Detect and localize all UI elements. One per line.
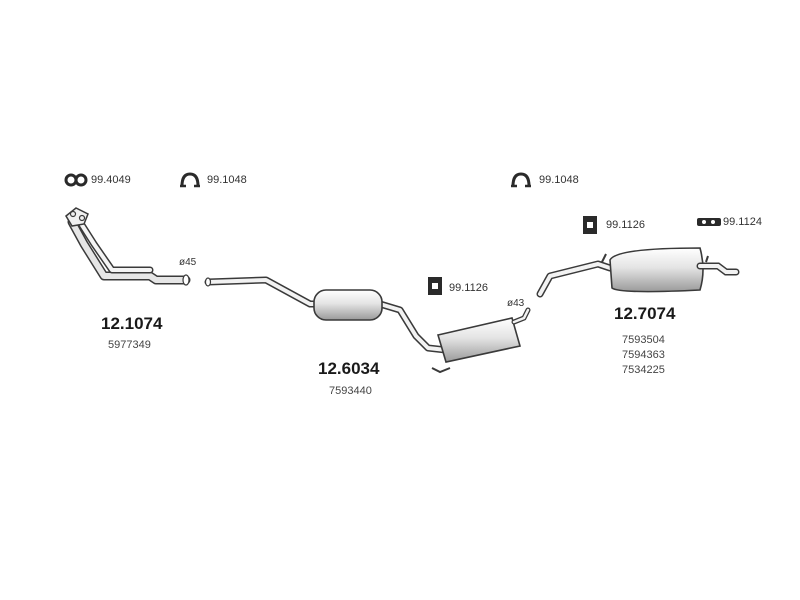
diameter-label: ø45 — [179, 257, 197, 268]
oem-number: 5977349 — [108, 339, 151, 351]
accessory-code: 99.1048 — [207, 174, 247, 186]
oem-number: 7594363 — [622, 349, 665, 361]
diameter-label: ø43 — [507, 298, 525, 309]
oem-number: 7593440 — [329, 385, 372, 397]
accessory-code: 99.1126 — [606, 219, 645, 231]
part-code: 12.6034 — [318, 359, 380, 378]
oem-number: 7593504 — [622, 334, 665, 346]
accessory-code: 99.1048 — [539, 174, 579, 186]
rubber-hanger-icon — [428, 277, 442, 295]
mounting-bracket-icon — [697, 218, 721, 226]
double-ring-gasket-icon — [64, 173, 88, 187]
clamp-icon — [180, 172, 200, 188]
accessory-code: 99.1124 — [723, 216, 762, 228]
rear-silencer — [536, 247, 740, 298]
rubber-hanger-icon — [583, 216, 597, 234]
front-pipe — [65, 207, 191, 286]
accessory-code: 99.4049 — [91, 174, 131, 186]
clamp-icon — [511, 172, 531, 188]
intermediate-silencer — [436, 307, 531, 363]
centre-silencer — [204, 276, 451, 374]
part-code: 12.1074 — [101, 314, 163, 333]
oem-number: 7534225 — [622, 364, 665, 376]
accessory-code: 99.1126 — [449, 282, 488, 294]
part-code: 12.7074 — [614, 304, 676, 323]
